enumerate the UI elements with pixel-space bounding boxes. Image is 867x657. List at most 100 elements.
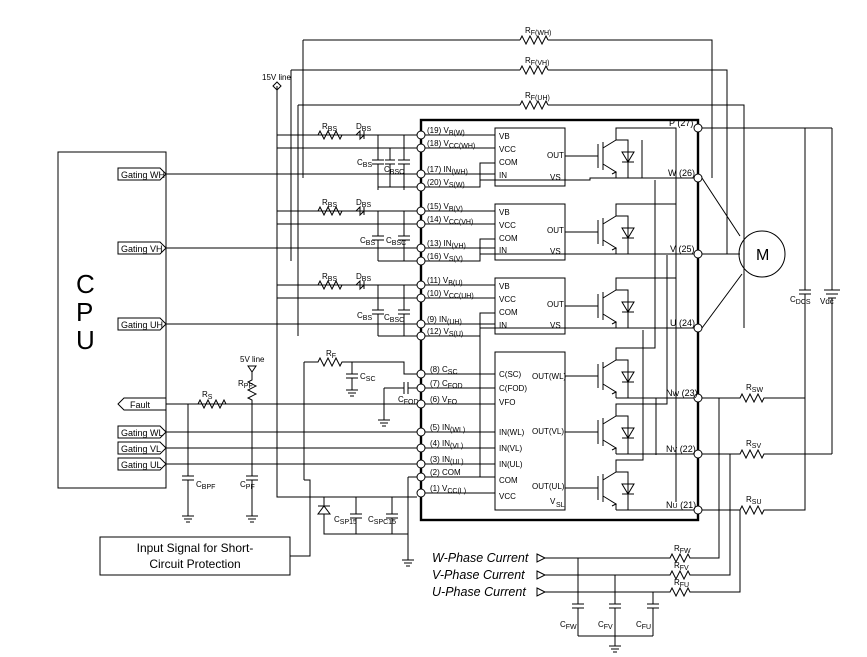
svg-text:IN(UL): IN(UL) — [499, 460, 523, 469]
svg-text:OUT: OUT — [547, 151, 564, 160]
svg-text:RSV: RSV — [746, 439, 761, 450]
svg-text:OUT: OUT — [547, 300, 564, 309]
svg-text:Fault: Fault — [130, 400, 151, 410]
svg-text:NV (22): NV (22) — [666, 444, 696, 454]
label-rf-wh: RF(WH) — [525, 26, 551, 37]
svg-text:U (24): U (24) — [670, 318, 695, 328]
rail-15v — [276, 86, 417, 498]
svg-text:V (25): V (25) — [670, 244, 695, 254]
svg-text:(9) IN(UH): (9) IN(UH) — [427, 315, 462, 326]
pin-to-ic-wiring — [425, 134, 565, 494]
svg-text:VCC: VCC — [499, 492, 516, 501]
svg-text:VFO: VFO — [499, 398, 515, 407]
gating-wl-tag: Gating WL — [117, 425, 167, 439]
svg-text:CBS: CBS — [360, 236, 375, 247]
resistor-rf-wh — [519, 34, 549, 46]
svg-text:(8) CSC: (8) CSC — [430, 365, 458, 376]
svg-text:Gating WH: Gating WH — [121, 170, 165, 180]
hvic-u-labels: VB VCC COM IN OUT VS — [499, 282, 564, 330]
svg-text:COM: COM — [499, 158, 518, 167]
gating-vl-tag: Gating VL — [117, 441, 167, 455]
bootstrap-w — [277, 129, 417, 188]
svg-text:(17) IN(WH): (17) IN(WH) — [427, 165, 468, 176]
low-side-supply: CSP15 CSPC15 — [317, 476, 417, 567]
svg-text:IN: IN — [499, 171, 507, 180]
rf-feedback-vh — [290, 69, 728, 261]
svg-text:CBS: CBS — [357, 158, 372, 169]
svg-text:RBS: RBS — [322, 122, 337, 133]
svg-text:CSPC15: CSPC15 — [368, 515, 396, 526]
current-sense-network: RFW RFV RFU CFW CFV CFU — [536, 398, 741, 653]
pin-labels-low: (8) CSC (7) CFOD (6) VFO (5) IN(WL) (4) … — [430, 365, 466, 495]
cpu-letter-p: P — [76, 297, 93, 327]
gating-wh-tag: Gating WH — [117, 167, 167, 181]
svg-text:CSP15: CSP15 — [334, 515, 357, 526]
svg-text:Gating UL: Gating UL — [121, 460, 162, 470]
input-signal-box: Input Signal for Short- Circuit Protecti… — [99, 479, 311, 576]
svg-text:CFOD: CFOD — [398, 395, 419, 406]
motor-label: M — [756, 247, 769, 264]
svg-text:CBS: CBS — [357, 311, 372, 322]
svg-text:(4) IN(VL): (4) IN(VL) — [430, 439, 463, 450]
svg-text:DBS: DBS — [356, 122, 371, 133]
svg-text:VB: VB — [499, 208, 510, 217]
svg-text:IN(VL): IN(VL) — [499, 444, 522, 453]
bootstrap-labels: RBS DBS CBS CBSC RBS DBS CBS CBSC RBS DB… — [322, 122, 406, 324]
svg-text:VB: VB — [499, 132, 510, 141]
label-rf-uh: RF(UH) — [525, 91, 550, 102]
gating-uh-tag: Gating UH — [117, 317, 167, 331]
svg-text:(20) VS(W): (20) VS(W) — [427, 178, 465, 189]
svg-text:(6) VFO: (6) VFO — [430, 395, 458, 406]
svg-text:VS: VS — [550, 321, 561, 330]
svg-text:CBSC: CBSC — [386, 236, 406, 247]
hvic-v-labels: VB VCC COM IN OUT VS — [499, 208, 564, 256]
svg-text:(1) VCC(L): (1) VCC(L) — [430, 484, 466, 495]
svg-text:DBS: DBS — [356, 272, 371, 283]
bootstrap-u — [277, 279, 417, 337]
cpu-block — [57, 151, 167, 489]
svg-text:Gating WL: Gating WL — [121, 428, 164, 438]
gate-links — [565, 155, 598, 489]
svg-text:Gating VL: Gating VL — [121, 444, 161, 454]
svg-text:(13) IN(VH): (13) IN(VH) — [427, 239, 466, 250]
rf-feedback-uh — [297, 104, 745, 336]
svg-text:(10) VCC(UH): (10) VCC(UH) — [427, 289, 474, 300]
rf-csc-network: RF CSC — [303, 349, 417, 480]
svg-text:VS: VS — [550, 173, 561, 182]
svg-text:C(FOD): C(FOD) — [499, 384, 527, 393]
lvic-labels: C(SC) C(FOD) VFO IN(WL) IN(VL) IN(UL) CO… — [499, 370, 567, 509]
svg-text:VS: VS — [550, 247, 561, 256]
svg-text:CFU: CFU — [636, 620, 651, 631]
power-pin-labels: P (27) W (26) V (25) U (24) NW (23) NV (… — [666, 118, 698, 510]
svg-text:(5) IN(WL): (5) IN(WL) — [430, 423, 465, 434]
resistor-rf-vh — [519, 64, 549, 76]
gating-ul-tag: Gating UL — [117, 457, 167, 471]
svg-text:RBS: RBS — [322, 198, 337, 209]
svg-text:IN: IN — [499, 321, 507, 330]
fault-tag: Fault — [117, 397, 167, 411]
resistor-rf-uh — [519, 99, 549, 111]
svg-text:RFV: RFV — [674, 561, 689, 572]
fault-pullup: RS RPF 5V line CBPF CPF — [182, 355, 265, 523]
svg-text:OUT: OUT — [547, 226, 564, 235]
gating-vh-tag: Gating VH — [117, 241, 167, 255]
svg-text:(3) IN(UL): (3) IN(UL) — [430, 455, 464, 466]
svg-text:5V line: 5V line — [240, 355, 265, 364]
svg-text:Circuit Protection: Circuit Protection — [149, 557, 240, 571]
svg-text:(15) VB(V): (15) VB(V) — [427, 202, 463, 213]
svg-text:CPF: CPF — [240, 480, 255, 491]
svg-text:Input Signal for Short-: Input Signal for Short- — [137, 541, 254, 555]
svg-text:(14) VCC(VH): (14) VCC(VH) — [427, 215, 473, 226]
lvic-box — [494, 351, 566, 511]
svg-text:(16) VS(V): (16) VS(V) — [427, 252, 463, 263]
svg-text:Gating VH: Gating VH — [121, 244, 163, 254]
svg-text:IN: IN — [499, 246, 507, 255]
cfod-network: CFOD — [378, 382, 419, 427]
svg-text:COM: COM — [499, 476, 518, 485]
svg-text:NU (21): NU (21) — [666, 500, 696, 510]
bootstrap-v — [277, 205, 417, 262]
shunt-resistors: RSW RSV RSU — [702, 383, 832, 516]
rf-feedback-wh — [302, 39, 713, 178]
motor-connections: M — [701, 177, 786, 329]
